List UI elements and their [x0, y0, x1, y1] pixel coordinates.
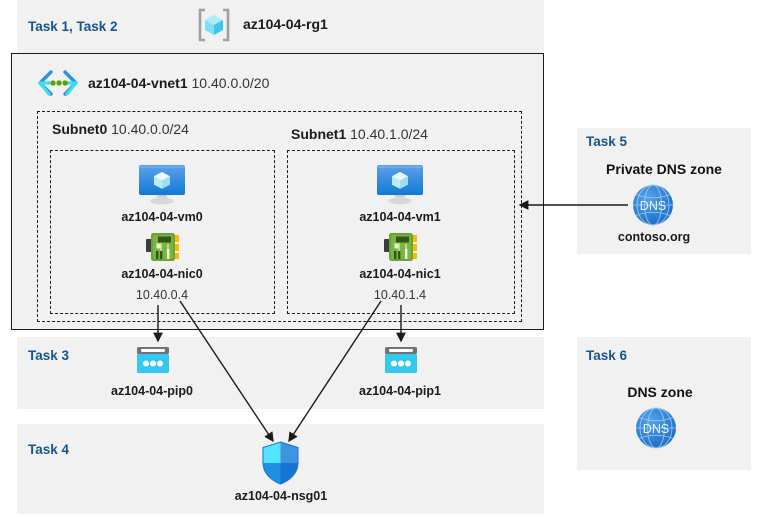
task-label-5: Task 5	[586, 134, 628, 149]
dns-zone-icon: DNS	[634, 406, 678, 450]
nic1-ip: 10.40.1.4	[373, 288, 427, 302]
virtual-machine-icon	[134, 160, 190, 208]
task-label-6: Task 6	[586, 348, 628, 363]
nic0-ip: 10.40.0.4	[135, 288, 189, 302]
nic1-label: az104-04-nic1	[359, 267, 441, 281]
virtual-machine-icon	[372, 160, 428, 208]
vnet-box	[11, 53, 544, 330]
public-ip-icon	[382, 344, 420, 378]
network-security-group-icon	[260, 440, 301, 486]
dns-icon-text: DNS	[640, 199, 666, 213]
subnet0-title: Subnet0 10.40.0.0/24	[52, 121, 189, 137]
subnet1-name: Subnet1	[291, 126, 347, 142]
resource-group-icon	[196, 7, 232, 43]
task-label-3: Task 3	[28, 348, 70, 363]
network-interface-icon	[382, 230, 419, 264]
subnet0-cidr: 10.40.0.0/24	[111, 121, 189, 137]
private-dns-heading: Private DNS zone	[606, 161, 722, 177]
nic0-label: az104-04-nic0	[121, 267, 203, 281]
public-ip-icon	[134, 344, 172, 378]
subnet1-cidr: 10.40.1.0/24	[350, 126, 428, 142]
dns-zone-icon: DNS	[631, 183, 675, 227]
public-ip-panel	[17, 337, 544, 409]
task-label-4: Task 4	[28, 442, 70, 457]
dns-zone-panel	[577, 337, 751, 470]
nsg-label: az104-04-nsg01	[234, 489, 328, 503]
subnet0-resources-box	[50, 150, 275, 314]
network-interface-icon	[144, 230, 181, 264]
resource-group-name-text: az104-04-rg1	[243, 16, 328, 32]
virtual-network-icon	[36, 70, 80, 96]
vnet-cidr: 10.40.0.0/20	[191, 75, 270, 91]
vnet-title: az104-04-vnet1 10.40.0.0/20	[88, 75, 269, 91]
pip1-label: az104-04-pip1	[359, 384, 441, 398]
private-dns-name: contoso.org	[617, 230, 691, 244]
vnet-name: az104-04-vnet1	[88, 75, 188, 91]
vm1-label: az104-04-vm1	[359, 210, 441, 224]
subnets-container	[37, 111, 522, 322]
subnet0-name: Subnet0	[52, 121, 108, 137]
dns-zone-heading: DNS zone	[627, 384, 693, 400]
resource-group-name: az104-04-rg1	[243, 16, 328, 32]
vm0-label: az104-04-vm0	[121, 210, 203, 224]
dns-icon-text: DNS	[643, 422, 669, 436]
task-label-1-2: Task 1, Task 2	[28, 19, 118, 34]
pip0-label: az104-04-pip0	[111, 384, 193, 398]
subnet1-title: Subnet1 10.40.1.0/24	[291, 126, 428, 142]
